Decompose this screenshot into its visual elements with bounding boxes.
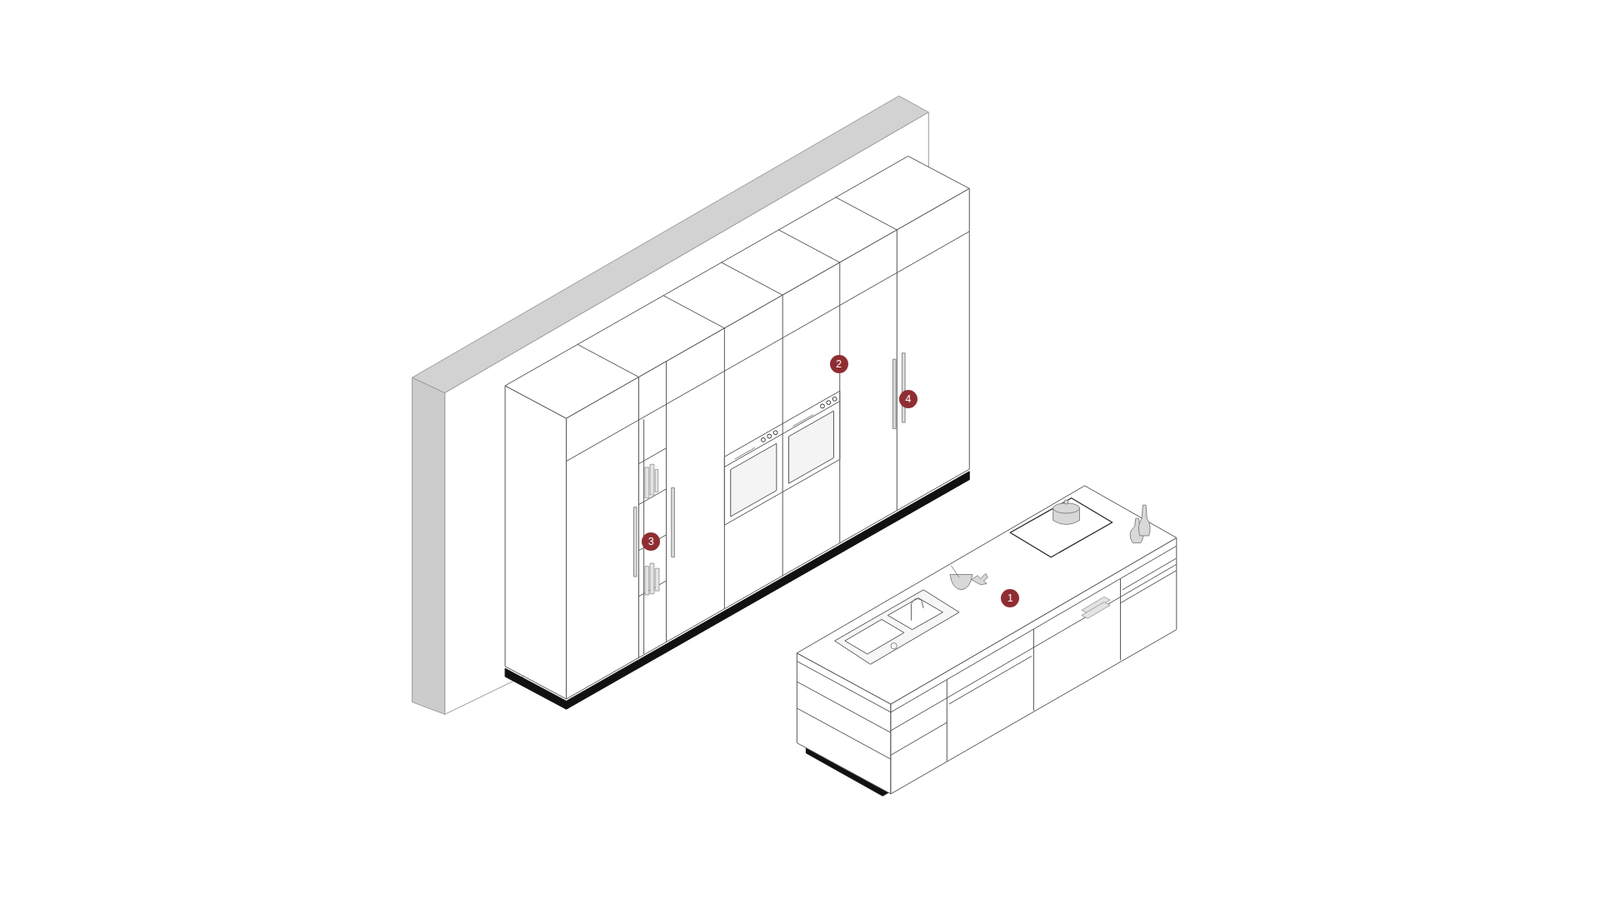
island-top <box>796 485 1177 705</box>
callout-number: 3 <box>641 532 660 551</box>
callout-number: 4 <box>899 390 918 409</box>
callout-number: 2 <box>830 355 849 374</box>
cabinet-front <box>566 188 970 700</box>
cabinet-side <box>505 385 566 700</box>
sink <box>835 590 960 665</box>
wall-side <box>412 377 445 715</box>
callout-number: 1 <box>1000 589 1020 608</box>
ovens <box>724 390 840 525</box>
hob <box>1010 498 1112 558</box>
